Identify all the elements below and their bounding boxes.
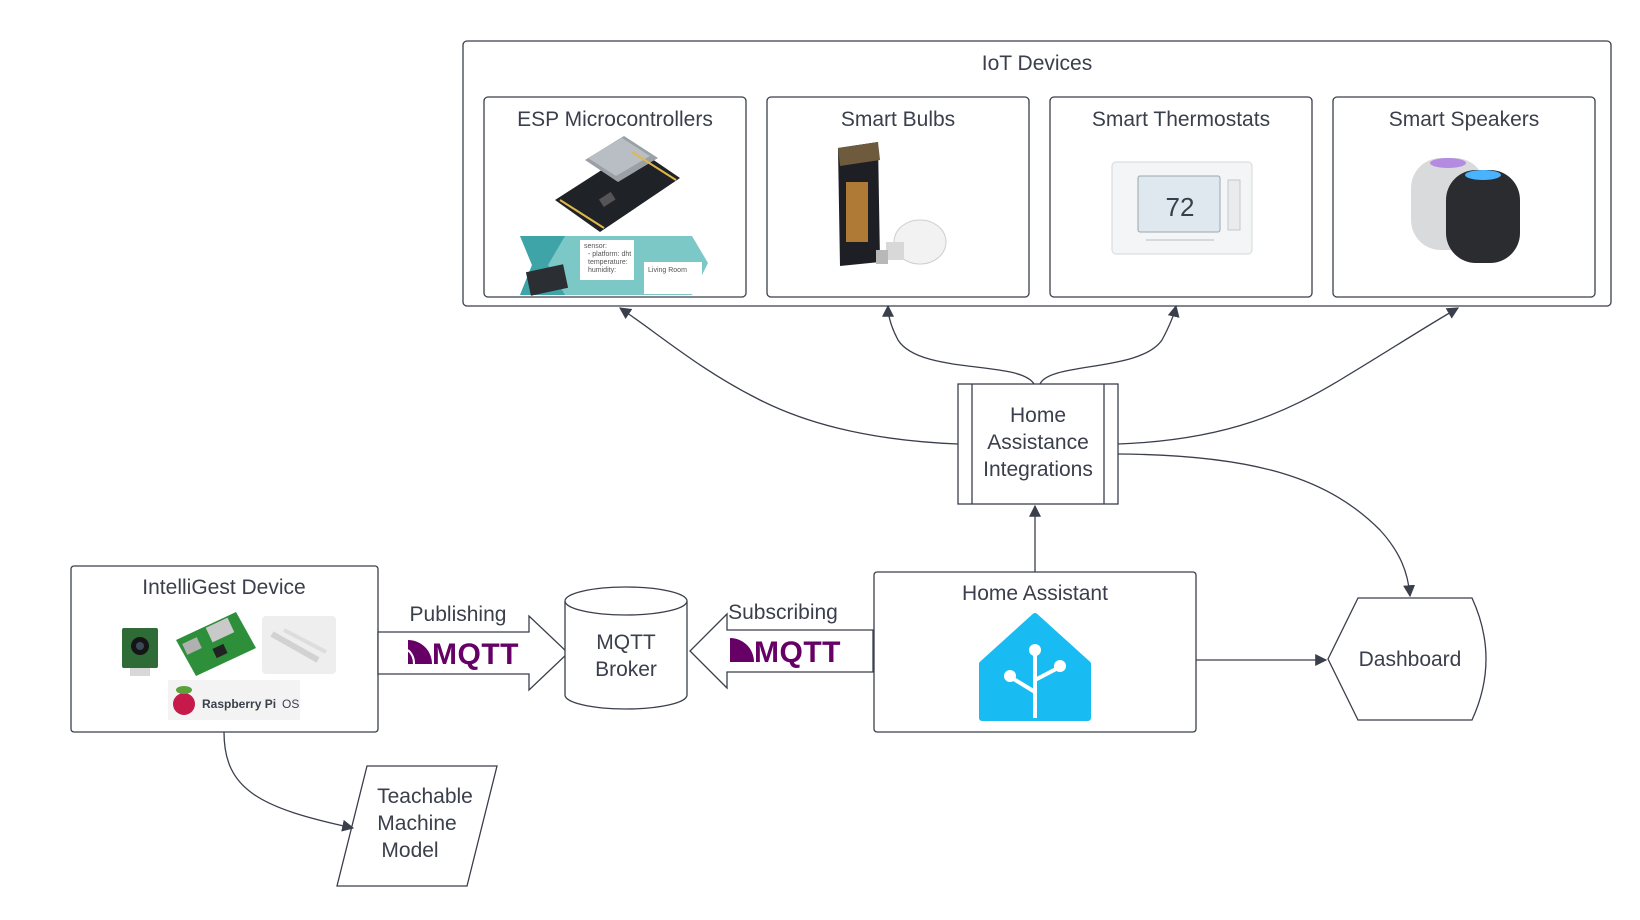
iot-devices-group: IoT Devices ESP Microcontrollers sensor:… [462,40,1612,307]
svg-text:sensor:: sensor: [584,243,607,250]
publishing-arrow: Publishing MQTT [377,603,569,692]
intelligest-title: IntelliGest Device [142,576,305,599]
subscribing-label: Subscribing [728,601,838,624]
intelligest-node: IntelliGest Device Raspberry Pi OS [70,565,379,733]
teachable-line-3: Model [381,839,438,862]
svg-text:humidity:: humidity: [588,267,616,274]
raspberry-pi-board-icon [176,612,256,676]
raspberry-pi-os-logo: Raspberry Pi OS [168,680,300,720]
edge-integrations-to-esp [619,307,959,445]
thermostat-reading: 72 [1166,192,1195,222]
iot-card-speakers-title: Smart Speakers [1389,108,1540,131]
edge-integrations-to-thermostat [1039,304,1180,385]
dashboard-node: Dashboard [1327,597,1487,721]
mqtt-publish-logo: MQTT [407,638,519,671]
connectors [223,304,1460,832]
thermostat-icon: 72 [1111,161,1253,255]
iot-card-esp-title: ESP Microcontrollers [517,108,713,131]
integrations-line-3: Integrations [983,458,1093,481]
iot-card-bulbs-frame [766,96,1030,298]
mqtt-broker-node: MQTT Broker [564,586,688,710]
teachable-line-2: Machine [377,812,456,835]
iot-devices-title: IoT Devices [982,52,1093,75]
raspberry-logo-icon [173,693,195,715]
smart-speaker-icon [1411,158,1520,263]
teachable-machine-node: Teachable Machine Model [336,765,498,887]
raspberry-pi-os-suffix: OS [282,697,299,711]
edge-intelligest-to-teachable [223,731,355,832]
mqtt-signal-icon [730,638,754,662]
publishing-label: Publishing [410,603,507,626]
raspberry-pi-os-label: Raspberry Pi [202,697,276,711]
svg-text:temperature:: temperature: [588,259,628,266]
home-assistant-node: Home Assistant [873,571,1197,733]
iot-card-bulbs-title: Smart Bulbs [841,108,955,131]
mqtt-signal-icon [407,640,432,665]
esp-config-banner-icon: sensor: - platform: dht temperature: hum… [520,236,708,296]
esp32-board-icon [555,136,680,232]
subscribing-arrow: Subscribing MQTT [689,601,874,690]
teachable-line-1: Teachable [377,785,473,808]
home-assistant-title: Home Assistant [962,582,1108,605]
integrations-line-2: Assistance [987,431,1089,454]
iot-card-esp: ESP Microcontrollers sensor: - platform:… [483,96,747,298]
smart-bulb-icon [838,142,947,266]
mqtt-subscribe-text: MQTT [754,636,841,669]
mqtt-subscribe-logo: MQTT [730,636,841,669]
iot-card-speakers: Smart Speakers [1332,96,1596,298]
cooler-accessory-icon [262,616,336,674]
edge-integrations-to-dashboard [1117,453,1416,598]
broker-line-2: Broker [595,658,657,681]
svg-text:Living Room: Living Room [648,267,687,274]
iot-devices-container [462,40,1612,307]
iot-card-thermostat-title: Smart Thermostats [1092,108,1270,131]
svg-text:- platform: dht: - platform: dht [588,251,631,258]
edge-integrations-to-speakers [1117,307,1460,445]
home-assistant-logo-icon [979,613,1091,721]
iot-card-bulbs: Smart Bulbs [766,96,1030,298]
integrations-node: Home Assistance Integrations [957,383,1119,505]
mqtt-publish-text: MQTT [432,638,519,671]
dashboard-label: Dashboard [1359,648,1462,671]
edge-integrations-to-bulbs [882,304,1035,385]
integrations-line-1: Home [1010,404,1066,427]
iot-card-thermostat: Smart Thermostats 72 [1049,96,1313,298]
camera-module-icon [122,628,158,676]
broker-line-1: MQTT [596,631,656,654]
